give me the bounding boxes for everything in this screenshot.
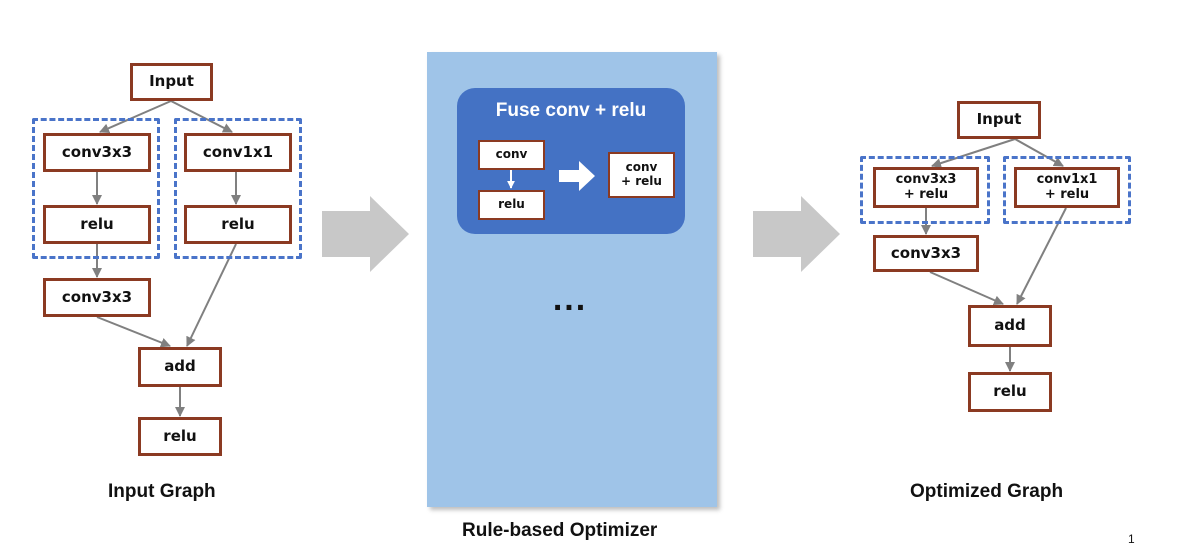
transition-arrow-2 [753, 196, 840, 272]
rule-transform-arrow [559, 161, 595, 191]
rule-node-relu: relu [478, 190, 545, 220]
edge-opt-input-to-conv1x1relu [1014, 138, 1064, 167]
transition-arrow-1 [322, 196, 409, 272]
optimized-group-right [1003, 156, 1131, 224]
optimized-node-relu: relu [968, 372, 1052, 412]
optimized-node-conv3x3: conv3x3 [873, 235, 979, 272]
input-graph-caption: Input Graph [108, 481, 216, 502]
input-group-right [174, 118, 302, 259]
optimized-node-conv3x3-relu: conv3x3 + relu [873, 167, 979, 208]
input-node-input: Input [130, 63, 213, 101]
optimized-graph-caption: Optimized Graph [910, 481, 1064, 502]
optimized-node-input: Input [957, 101, 1041, 139]
optimized-node-add: add [968, 305, 1052, 347]
input-node-relu-b: relu [184, 205, 292, 244]
rule-node-fused: conv + relu [608, 152, 675, 198]
rule-title: Fuse conv + relu [495, 100, 647, 121]
input-node-conv1x1: conv1x1 [184, 133, 292, 172]
rule-node-conv: conv [478, 140, 545, 170]
input-node-relu-out: relu [138, 417, 222, 456]
edge-opt-conv3x3-to-add [929, 271, 1004, 305]
edge-input-to-conv3x3 [99, 100, 172, 133]
optimized-node-conv1x1-relu: conv1x1 + relu [1014, 167, 1120, 208]
edge-opt-input-to-conv3x3relu [931, 138, 1016, 168]
more-rules-ellipsis: ... [552, 280, 588, 318]
edge-conv3x3-to-add [96, 316, 171, 348]
input-node-add: add [138, 347, 222, 387]
edge-input-to-conv1x1 [170, 100, 233, 133]
page-number: 1 [1128, 532, 1135, 546]
optimized-group-left [860, 156, 990, 224]
input-node-conv3x3-b: conv3x3 [43, 278, 151, 317]
edge-opt-conv1x1relu-to-add [1016, 207, 1067, 305]
edge-relu-to-add [186, 243, 237, 347]
optimizer-caption: Rule-based Optimizer [462, 520, 658, 541]
input-group-left [32, 118, 160, 259]
input-graph-edges [92, 100, 241, 417]
input-node-conv3x3-a: conv3x3 [43, 133, 151, 172]
input-node-relu-a: relu [43, 205, 151, 244]
